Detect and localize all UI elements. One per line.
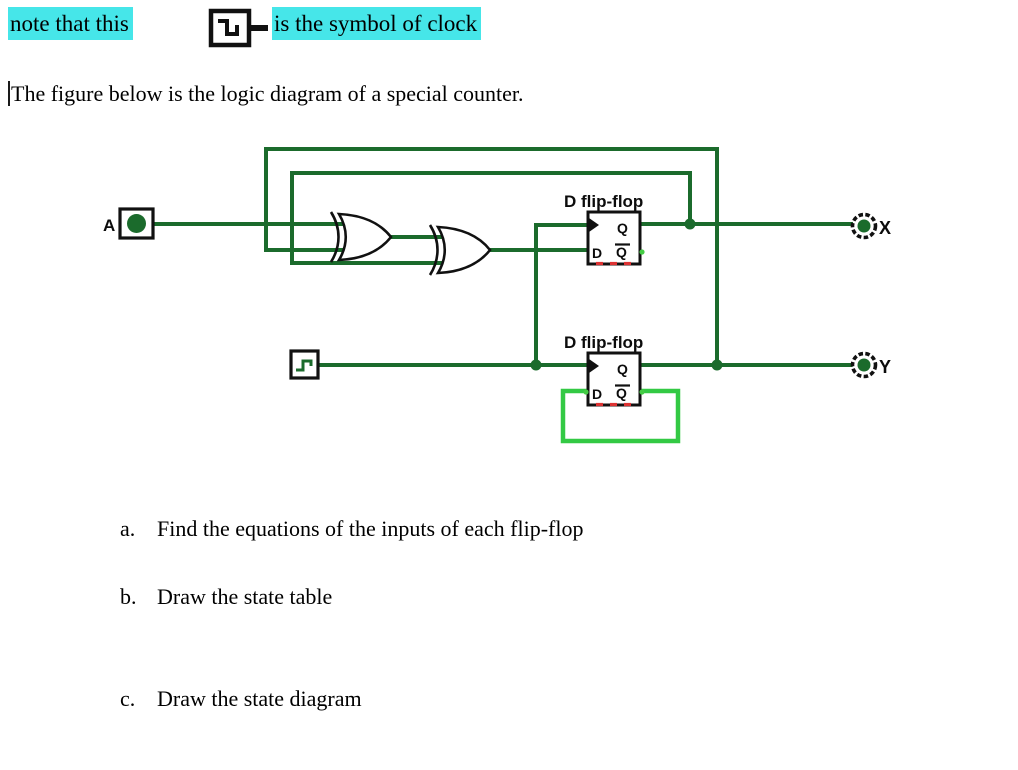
question-a-letter: a. [120, 516, 136, 541]
input-terminal-a: A [103, 207, 155, 240]
xor-gate-1 [329, 211, 393, 263]
question-b-letter: b. [120, 584, 137, 609]
clock-pulse-glyph [218, 19, 239, 36]
xor1-body [336, 212, 393, 262]
junction-x [684, 218, 696, 230]
flipflop-bottom-clock-triangle [589, 359, 599, 373]
intro-line: The figure below is the logic diagram of… [8, 81, 524, 107]
input-a-dot [127, 214, 146, 233]
question-c-text: Draw the state diagram [157, 686, 362, 711]
xor2-body [435, 225, 492, 275]
question-c-letter: c. [120, 686, 136, 711]
flipflop-bottom-d-pin-dot [583, 389, 589, 395]
flipflop-top-label: D flip-flop [564, 192, 643, 211]
output-x-dot [857, 219, 871, 233]
flipflop-bottom-pin-d: D [592, 386, 602, 402]
logic-circuit-diagram: D flip-flop D Q Q D flip-flop D Q Q [103, 147, 891, 444]
output-y-label: Y [879, 357, 891, 377]
wires [152, 147, 853, 367]
flipflop-top-pin-qbar: Q [616, 244, 627, 260]
flipflop-top-pin-d: D [592, 245, 602, 261]
intro-text: The figure below is the logic diagram of… [11, 81, 524, 106]
flipflop-top-qbar-pin-dot [639, 249, 645, 255]
question-b-text: Draw the state table [157, 584, 333, 609]
wire-feedback-from-x [290, 171, 692, 265]
junction-clock [530, 359, 542, 371]
flipflop-bottom-pin-qbar: Q [616, 385, 627, 401]
clock-source-pulse-glyph [296, 359, 313, 372]
clock-source [289, 349, 320, 380]
flipflop-bottom-label: D flip-flop [564, 333, 643, 352]
junction-y [711, 359, 723, 371]
xor1-input-arc [329, 211, 340, 263]
clock-symbol-icon [208, 8, 268, 48]
flipflop-bottom-pin-q: Q [617, 361, 628, 377]
flipflop-top: D flip-flop D Q Q [564, 192, 645, 266]
wire-clock-branch [534, 223, 590, 365]
note-text-prefix: note that this [8, 7, 133, 40]
output-x-label: X [879, 218, 891, 238]
question-a-text: Find the equations of the inputs of each… [157, 516, 584, 541]
flipflop-bottom: D flip-flop D Q Q [564, 333, 645, 407]
flipflop-top-clock-triangle [589, 218, 599, 232]
junction-dots [530, 218, 723, 371]
flipflop-bottom-qbar-pin-dot [639, 389, 645, 395]
flipflop-top-pin-q: Q [617, 220, 628, 236]
xor-gate-2 [428, 224, 492, 276]
xor2-input-arc [428, 224, 439, 276]
wire-qbar-d-loop [560, 388, 681, 444]
output-y-dot [857, 358, 871, 372]
input-a-label: A [103, 216, 115, 235]
output-terminal-x: X [850, 212, 891, 240]
clock-symbol-box [208, 8, 252, 48]
output-terminal-y: Y [850, 351, 891, 379]
note-text-suffix: is the symbol of clock [272, 7, 482, 40]
clock-source-box [289, 349, 320, 380]
text-cursor [8, 81, 10, 106]
